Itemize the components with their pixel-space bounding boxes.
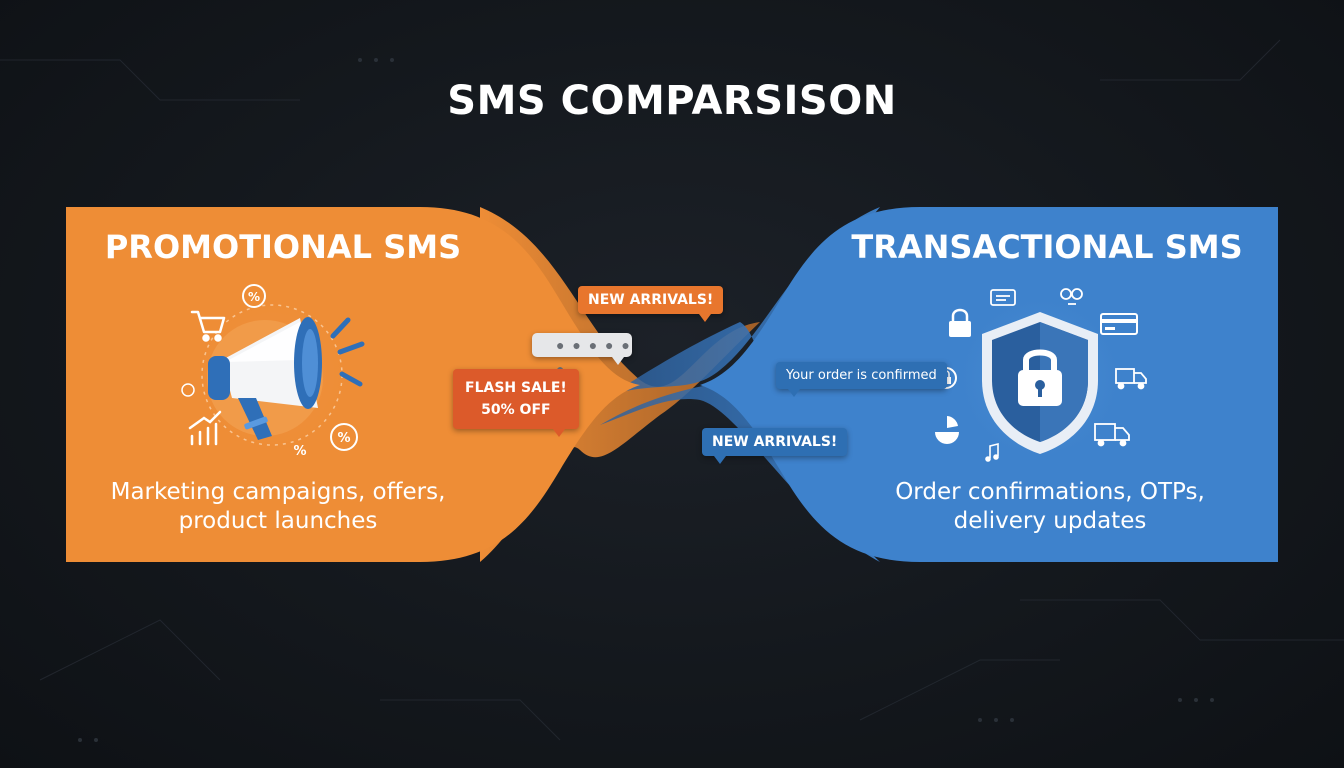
chat-icon: [990, 289, 1016, 306]
sound-lines: [330, 317, 365, 387]
transactional-illustration: [935, 288, 1147, 468]
percent-icon: %: [293, 444, 306, 459]
flash-sale-line2: 50% OFF: [481, 402, 551, 418]
growth-chart-icon: [188, 410, 222, 446]
credit-card-icon: [1100, 313, 1138, 335]
promotional-description-line1: Marketing campaigns, offers,: [110, 479, 446, 505]
new-arrivals-bubble-bottom: NEW ARRIVALS!: [702, 428, 848, 464]
megaphone-icon: [208, 317, 322, 440]
promotional-illustration: % % %: [181, 284, 365, 459]
svg-text:%: %: [337, 431, 350, 446]
transactional-heading: TRANSACTIONAL SMS: [851, 228, 1243, 266]
percent-badge-icon: %: [242, 284, 266, 308]
transactional-description-line2: delivery updates: [953, 508, 1147, 534]
padlock-icon: [949, 308, 971, 337]
shopping-cart-icon: [190, 310, 226, 342]
promotional-heading: PROMOTIONAL SMS: [104, 228, 462, 266]
promotional-description: Marketing campaigns, offers, product lau…: [66, 478, 490, 536]
music-note-icon: [985, 442, 999, 462]
typing-bubble: ● ● ● ● ● ●: [532, 333, 632, 377]
transactional-description: Order confirmations, OTPs, delivery upda…: [830, 478, 1270, 536]
promotional-description-line2: product launches: [178, 508, 378, 534]
new-arrivals-bubble-top: NEW ARRIVALS!: [578, 286, 724, 322]
flash-sale-line1: FLASH SALE!: [465, 380, 567, 396]
ring-icon: [181, 383, 195, 397]
delivery-truck-icon: [1115, 368, 1147, 390]
background-texture: [0, 39, 1344, 741]
diagram-title: SMS COMPARSISON: [447, 78, 897, 124]
shield-lock-icon: [982, 312, 1098, 454]
svg-text:%: %: [248, 290, 260, 304]
percent-badge-icon-2: %: [330, 423, 358, 451]
order-confirmed-bubble: Your order is confirmed: [776, 362, 947, 397]
delivery-truck-icon-2: [1094, 423, 1130, 447]
background-dots: [78, 58, 1214, 742]
flash-sale-bubble: FLASH SALE! 50% OFF: [453, 369, 579, 437]
pie-chart-icon: [935, 416, 959, 444]
transactional-description-line1: Order confirmations, OTPs,: [895, 479, 1205, 505]
link-icon: [1060, 288, 1083, 305]
